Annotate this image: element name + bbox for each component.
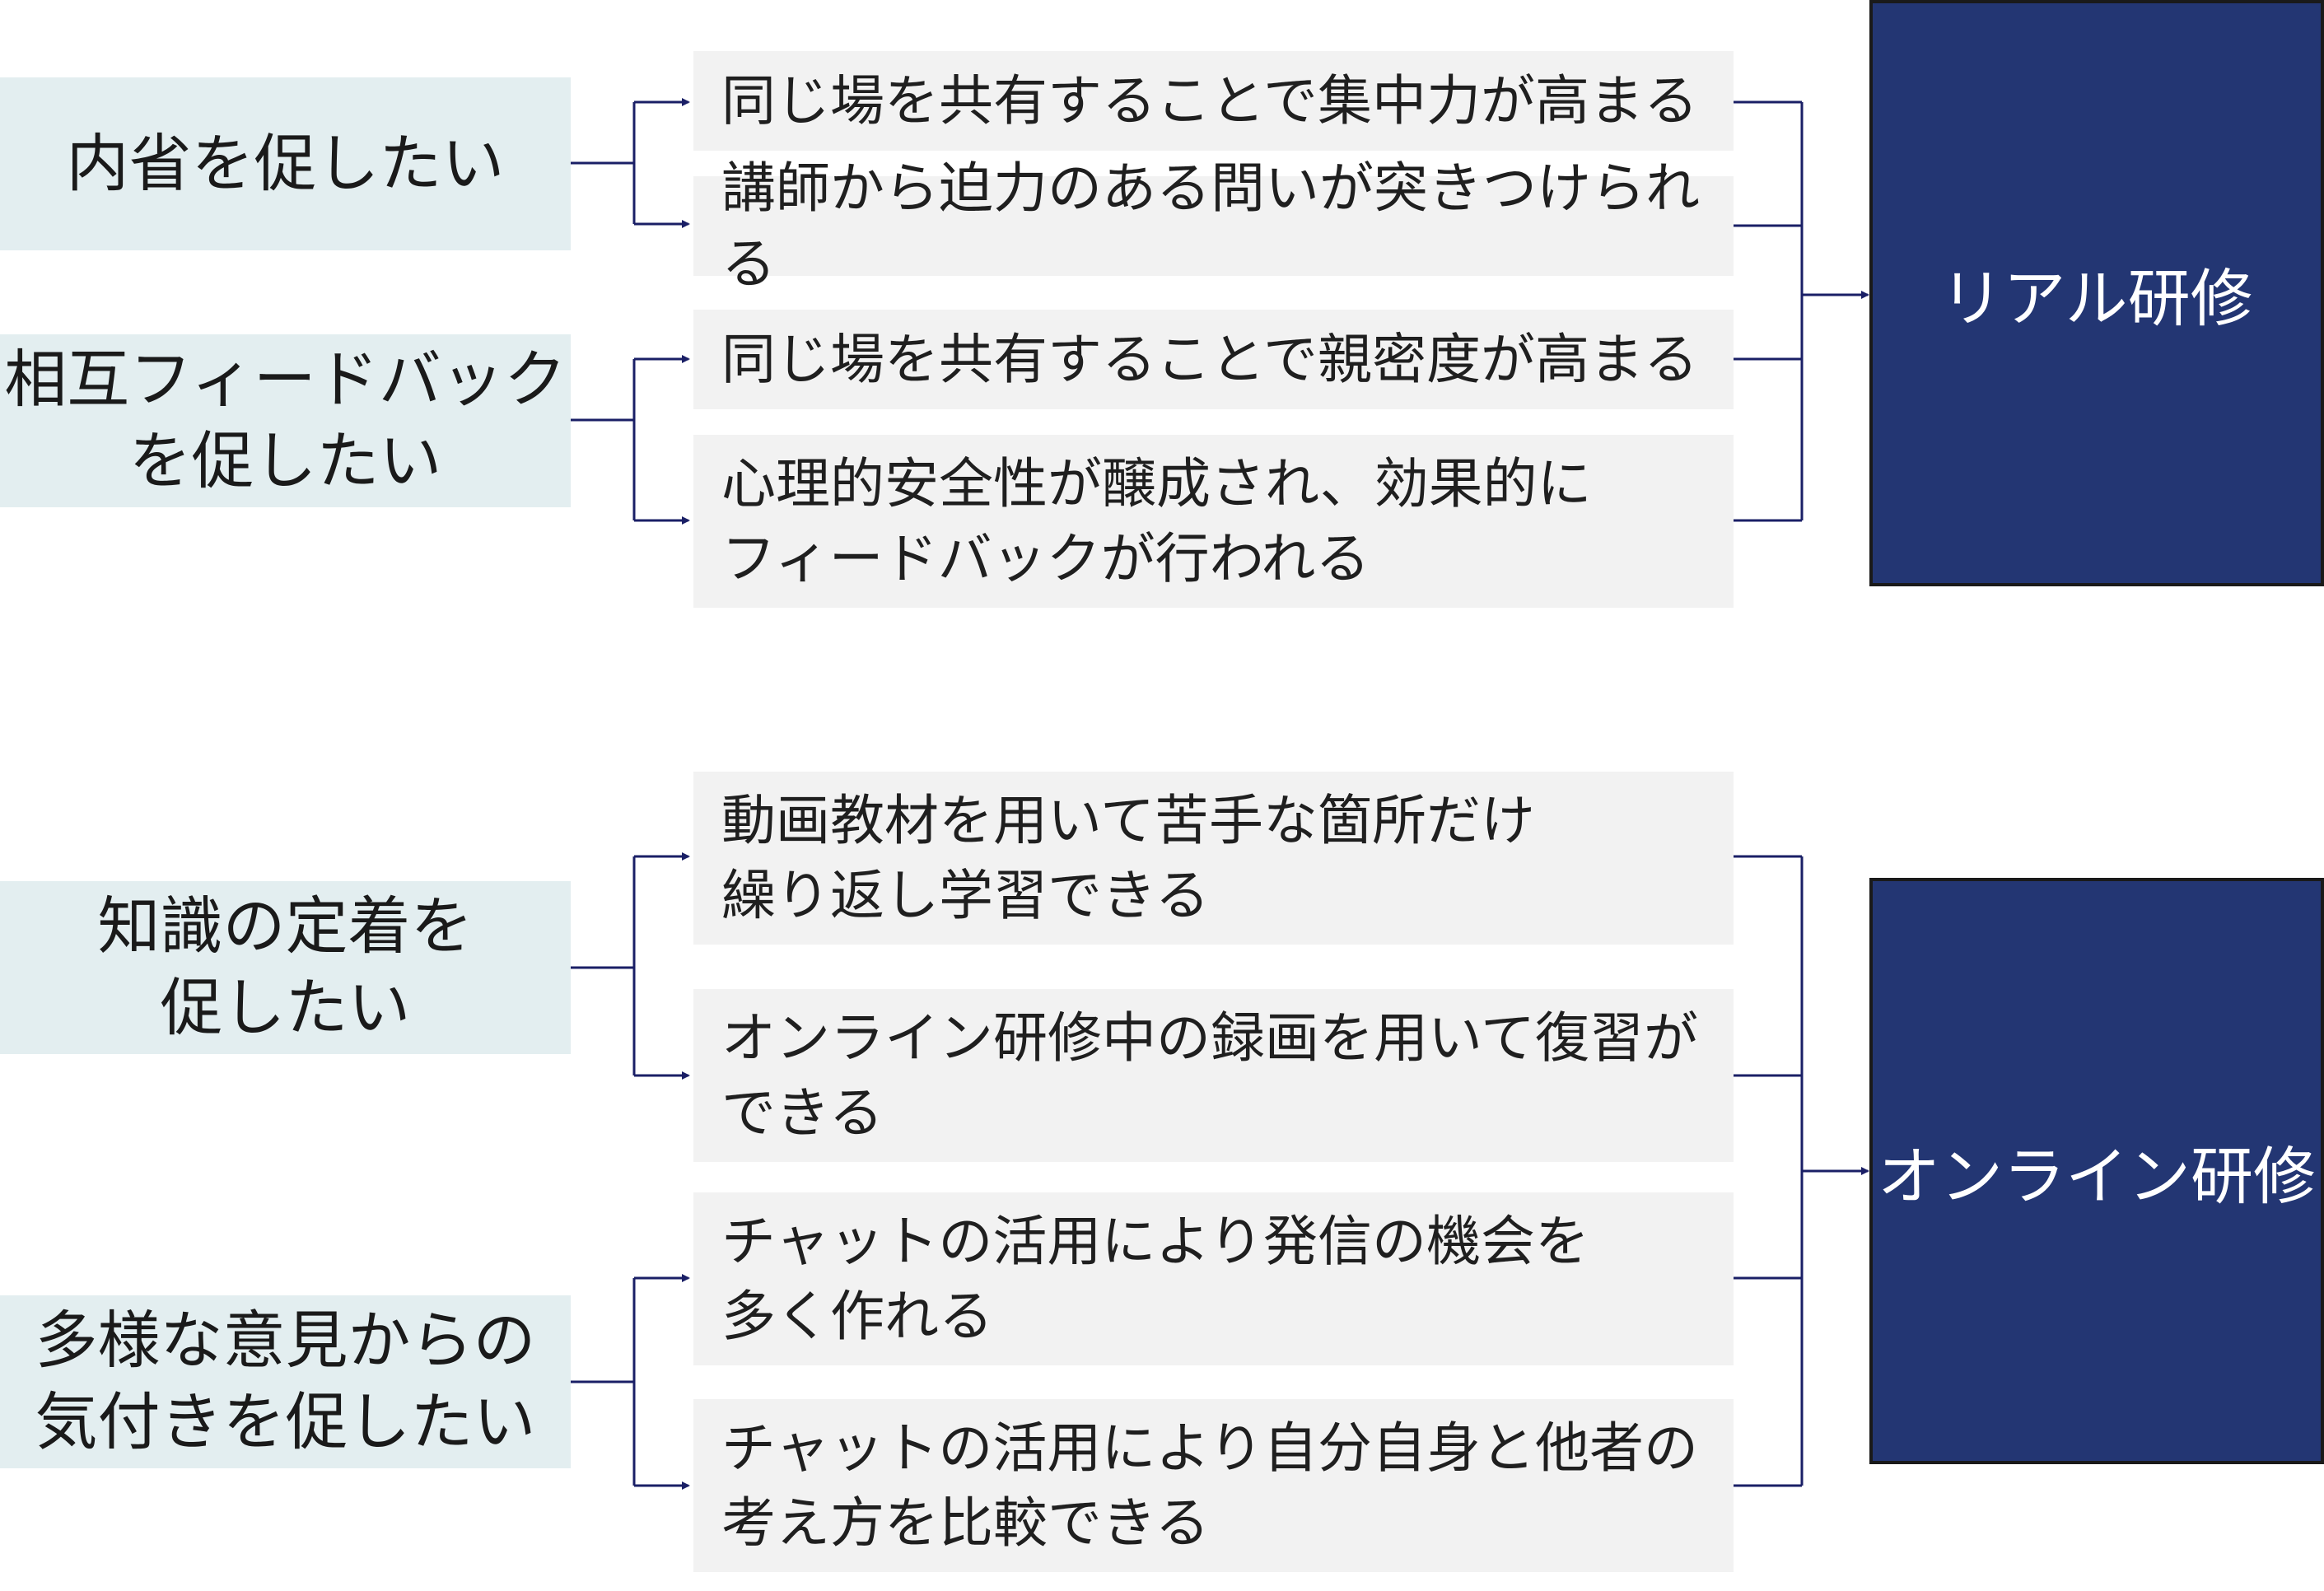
connector-goal2 <box>571 357 688 522</box>
online-item-3: チャットの活用により発信の機会を 多く作れる <box>693 1192 1734 1365</box>
real-item-3-label: 同じ場を共有することで親密度が高まる <box>721 327 1699 391</box>
real-item-2: 講師から迫力のある問いが突きつけられる <box>693 156 1734 296</box>
online-item-2-label: オンライン研修中の録画を用いて復習が できる <box>721 1005 1699 1145</box>
real-item-1-label: 同じ場を共有することで集中力が高まる <box>721 68 1699 133</box>
goal-mutual-feedback: 相互フィードバック を促したい <box>0 334 571 507</box>
target-online-training: オンライン研修 <box>1869 878 2324 1464</box>
online-item-1: 動画教材を用いて苦手な箇所だけ 繰り返し学習できる <box>693 772 1734 945</box>
goal-introspection-label: 内省を促したい <box>66 126 505 200</box>
target-real-training: リアル研修 <box>1869 0 2324 586</box>
goal-knowledge-retention: 知識の定着を 促したい <box>0 881 571 1054</box>
target-real-training-label: リアル研修 <box>1940 262 2253 335</box>
real-item-4: 心理的安全性が醸成され、効果的に フィードバックが行われる <box>693 435 1734 608</box>
online-item-4-label: チャットの活用により自分自身と他者の 考え方を比較できる <box>721 1416 1699 1555</box>
goal-diverse-insights: 多様な意見からの 気付きを促したい <box>0 1295 571 1468</box>
connector-goal1 <box>571 100 688 226</box>
online-item-4: チャットの活用により自分自身と他者の 考え方を比較できる <box>693 1399 1734 1572</box>
online-item-2: オンライン研修中の録画を用いて復習が できる <box>693 989 1734 1162</box>
real-item-3: 同じ場を共有することで親密度が高まる <box>693 310 1734 409</box>
connector-real-target <box>1734 100 1868 522</box>
connector-goal3 <box>571 855 688 1077</box>
goal-knowledge-retention-label: 知識の定着を 促したい <box>97 889 474 1044</box>
real-item-2-label: 講師から迫力のある問いが突きつけられる <box>721 156 1700 296</box>
online-item-3-label: チャットの活用により発信の機会を 多く作れる <box>721 1209 1590 1348</box>
real-item-4-label: 心理的安全性が醸成され、効果的に フィードバックが行われる <box>721 451 1592 590</box>
goal-diverse-insights-label: 多様な意見からの 気付きを促したい <box>35 1304 536 1458</box>
goal-mutual-feedback-label: 相互フィードバック を促したい <box>4 343 567 497</box>
real-item-1: 同じ場を共有することで集中力が高まる <box>693 51 1734 151</box>
online-item-1-label: 動画教材を用いて苦手な箇所だけ 繰り返し学習できる <box>721 788 1536 927</box>
connector-online-target <box>1734 855 1868 1487</box>
connector-goal4 <box>571 1276 688 1487</box>
goal-introspection: 内省を促したい <box>0 77 571 250</box>
target-online-training-label: オンライン研修 <box>1878 1140 2316 1213</box>
